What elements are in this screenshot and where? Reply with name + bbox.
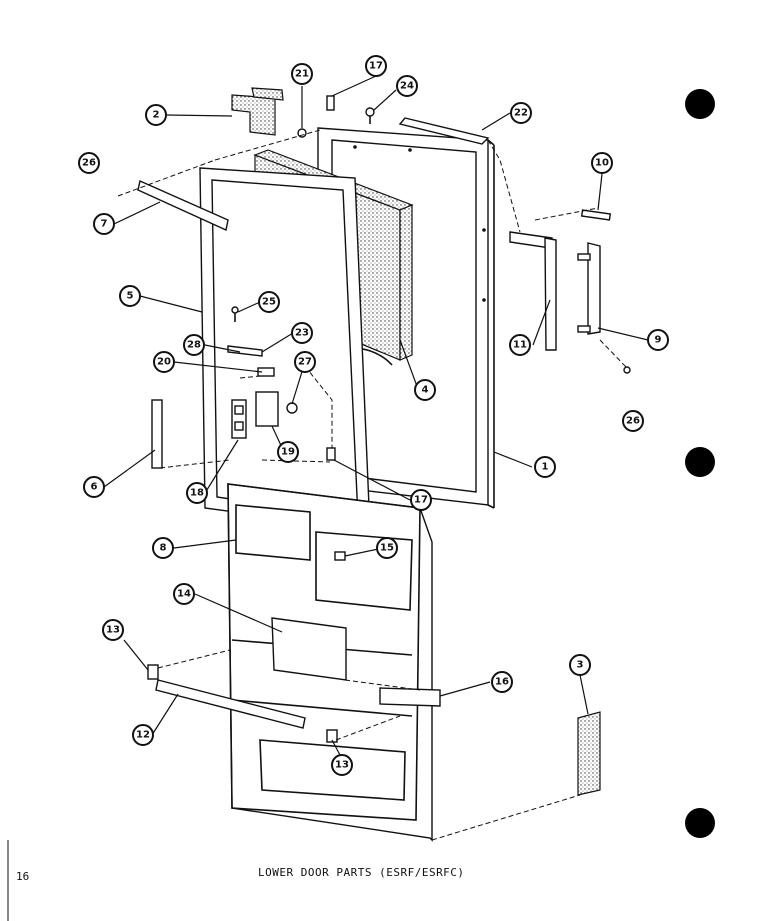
part-22-top-bracket [398,117,490,145]
part-13-clip [147,664,159,680]
part-6-side-strip [151,399,163,469]
svg-text:26: 26 [82,158,96,169]
part-3-panel [577,711,601,796]
svg-text:2: 2 [153,110,160,121]
callout-26: 26 [622,410,644,432]
callout-3: 3 [569,654,591,676]
assembly-lines [117,129,628,841]
svg-text:10: 10 [595,158,609,169]
callout-24: 24 [396,75,418,97]
part-14-latch-plate [271,617,347,681]
svg-text:5: 5 [127,291,134,302]
callout-6: 6 [83,476,105,498]
callout-18: 18 [186,482,208,504]
svg-text:12: 12 [136,730,150,741]
binder-hole [685,447,715,477]
svg-text:17: 17 [369,61,383,72]
part-11-handle-bracket [509,231,557,351]
svg-text:21: 21 [295,69,309,80]
callout-19: 19 [277,441,299,463]
callout-14: 14 [173,583,195,605]
part-15-fitting [334,551,346,561]
callout-13: 13 [102,619,124,641]
callout-1: 1 [534,456,556,478]
callout-5: 5 [119,285,141,307]
callout-25: 25 [258,291,280,313]
callout-4: 4 [414,379,436,401]
svg-text:18: 18 [190,488,204,499]
svg-text:25: 25 [262,297,276,308]
callout-11: 11 [509,334,531,356]
svg-text:15: 15 [380,543,394,554]
svg-text:4: 4 [422,385,429,396]
callout-2: 2 [145,104,167,126]
callout-26: 26 [78,152,100,174]
callout-8: 8 [152,537,174,559]
part-13-clip [326,729,338,743]
callout-15: 15 [376,537,398,559]
callout-9: 9 [647,329,669,351]
callout-23: 23 [291,322,313,344]
callout-20: 20 [153,351,175,373]
callout-17: 17 [410,489,432,511]
svg-text:13: 13 [106,625,120,636]
binder-holes [685,89,715,838]
svg-text:3: 3 [577,660,584,671]
svg-text:23: 23 [295,328,309,339]
page-number: 16 [16,870,30,883]
svg-text:7: 7 [101,219,108,230]
svg-text:8: 8 [160,543,167,554]
part-2-bracket [231,87,284,136]
binder-hole [685,89,715,119]
svg-text:9: 9 [655,335,662,346]
binder-hole [685,808,715,838]
callout-28: 28 [183,334,205,356]
hardware-parts [227,95,631,461]
svg-text:17: 17 [414,495,428,506]
callout-27: 27 [294,351,316,373]
callout-7: 7 [93,213,115,235]
svg-text:11: 11 [513,340,527,351]
callout-16: 16 [491,671,513,693]
callout-21: 21 [291,63,313,85]
part-5-gasket [199,167,371,531]
svg-text:6: 6 [91,482,98,493]
diagram-caption: LOWER DOOR PARTS (ESRF/ESRFC) [258,866,465,879]
part-7-top-trim [137,180,229,232]
callout-13: 13 [331,754,353,776]
part-10-strip [580,209,612,221]
part-16-tray [379,687,441,707]
svg-text:16: 16 [495,677,509,688]
callout-17: 17 [365,55,387,77]
svg-text:24: 24 [400,81,414,92]
svg-text:27: 27 [298,357,312,368]
leader-lines [103,75,649,756]
svg-text:28: 28 [187,340,201,351]
svg-text:13: 13 [335,760,349,771]
svg-text:14: 14 [177,589,191,600]
part-12-bottom-strip [155,679,306,729]
svg-text:22: 22 [514,108,528,119]
svg-text:26: 26 [626,416,640,427]
part-9-handle [577,242,601,335]
callout-10: 10 [591,152,613,174]
svg-text:20: 20 [157,357,171,368]
svg-text:19: 19 [281,447,295,458]
callout-12: 12 [132,724,154,746]
callout-22: 22 [510,102,532,124]
svg-text:1: 1 [542,462,549,473]
